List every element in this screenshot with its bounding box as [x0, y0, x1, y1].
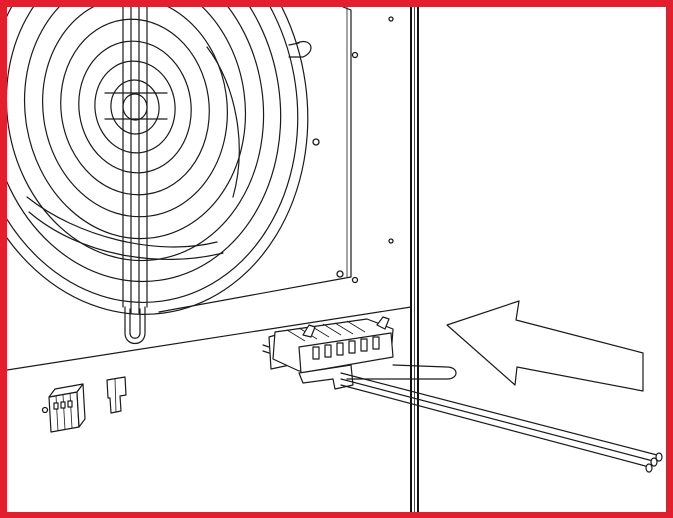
cabinet-panel	[7, 7, 419, 512]
plate-screws	[41, 16, 394, 414]
screw-icon	[388, 16, 394, 22]
screw-icon	[388, 238, 394, 244]
screw-icon	[351, 276, 359, 284]
screw-icon	[351, 51, 359, 59]
screw-icon	[312, 138, 320, 146]
technical-illustration	[7, 7, 663, 512]
small-terminal-block-icon	[48, 383, 86, 433]
wire-bundle-icon	[340, 364, 663, 473]
screw-icon	[336, 270, 344, 278]
fan-guard-icon	[7, 7, 312, 345]
terminal-plug-connector-icon	[262, 316, 394, 390]
screw-icon	[41, 406, 49, 414]
fan-mounting-plate	[158, 7, 352, 313]
insertion-arrow-icon	[446, 300, 644, 392]
panel-bracket-icon	[106, 376, 127, 414]
